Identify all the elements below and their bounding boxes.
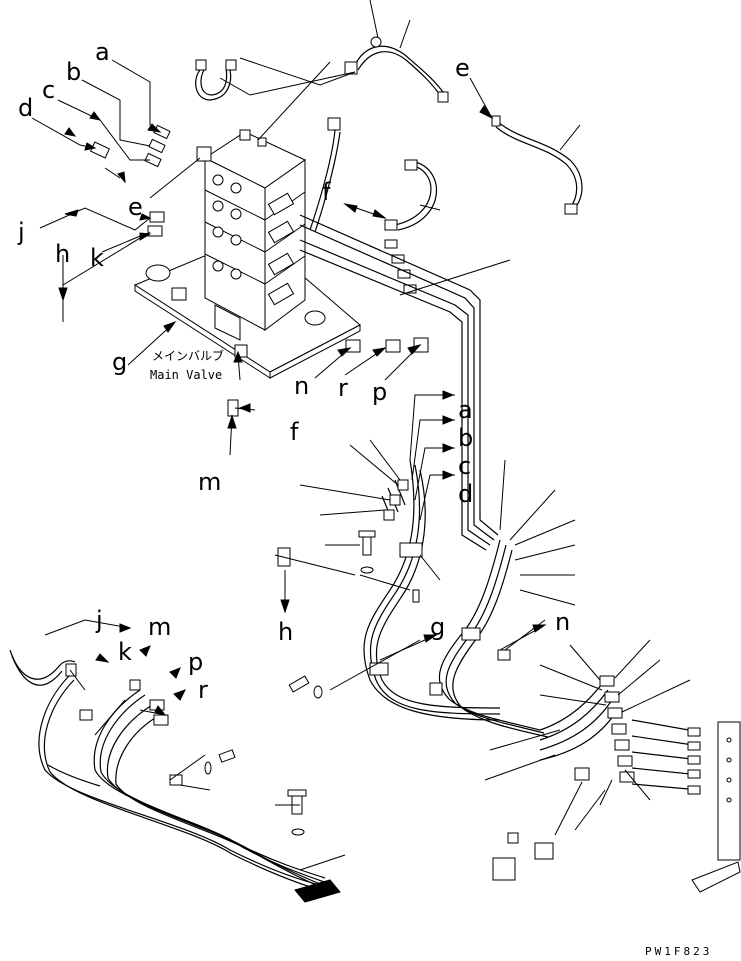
label-a-top: a bbox=[95, 38, 110, 66]
label-h-top: h bbox=[55, 240, 70, 268]
main-valve-label: メインバルブ Main Valve bbox=[150, 348, 224, 382]
label-n-right: n bbox=[555, 608, 570, 636]
label-k-bottom: k bbox=[118, 638, 132, 666]
upper-hoses bbox=[195, 36, 583, 233]
label-j-top: j bbox=[17, 218, 25, 246]
label-j-bottom: j bbox=[95, 606, 103, 634]
label-r-bottom: r bbox=[198, 676, 208, 704]
label-p-top: p bbox=[372, 378, 387, 406]
left-harness bbox=[9, 649, 341, 903]
leader-lines bbox=[31, 0, 691, 871]
main-valve-label-en: Main Valve bbox=[150, 368, 222, 382]
pilot-lines bbox=[299, 214, 499, 551]
label-c-top: c bbox=[42, 76, 55, 104]
label-e-right: e bbox=[455, 54, 470, 82]
label-f-top: f bbox=[322, 178, 331, 206]
label-h-mid: h bbox=[278, 618, 293, 646]
label-g-mid: g bbox=[430, 613, 445, 641]
label-e-left: e bbox=[128, 193, 143, 221]
center-harness bbox=[277, 459, 617, 761]
label-m-mid: m bbox=[198, 468, 221, 496]
label-d-top: d bbox=[18, 94, 33, 122]
right-fittings bbox=[492, 675, 741, 893]
label-a-mid: a bbox=[458, 396, 473, 424]
main-valve-label-jp: メインバルブ bbox=[152, 348, 224, 363]
label-f-mid: f bbox=[290, 418, 299, 446]
label-n-top: n bbox=[294, 372, 309, 400]
label-d-mid: d bbox=[458, 480, 473, 508]
label-g-top: g bbox=[112, 348, 127, 376]
label-k-top: k bbox=[90, 244, 104, 272]
arrowheads bbox=[58, 105, 547, 716]
valve-left-fittings bbox=[89, 124, 212, 237]
label-b-mid: b bbox=[458, 424, 473, 452]
callout-labels: a b c d e j h k g e f n r p f m a b c d … bbox=[17, 38, 570, 704]
drawing-code: PW1F823 bbox=[645, 945, 712, 958]
main-valve-assembly bbox=[133, 129, 361, 379]
label-p-bottom: p bbox=[188, 648, 203, 676]
label-r-top: r bbox=[338, 374, 348, 402]
label-b-top: b bbox=[66, 58, 81, 86]
label-m-bottom: m bbox=[148, 613, 171, 641]
label-c-mid: c bbox=[458, 452, 471, 480]
